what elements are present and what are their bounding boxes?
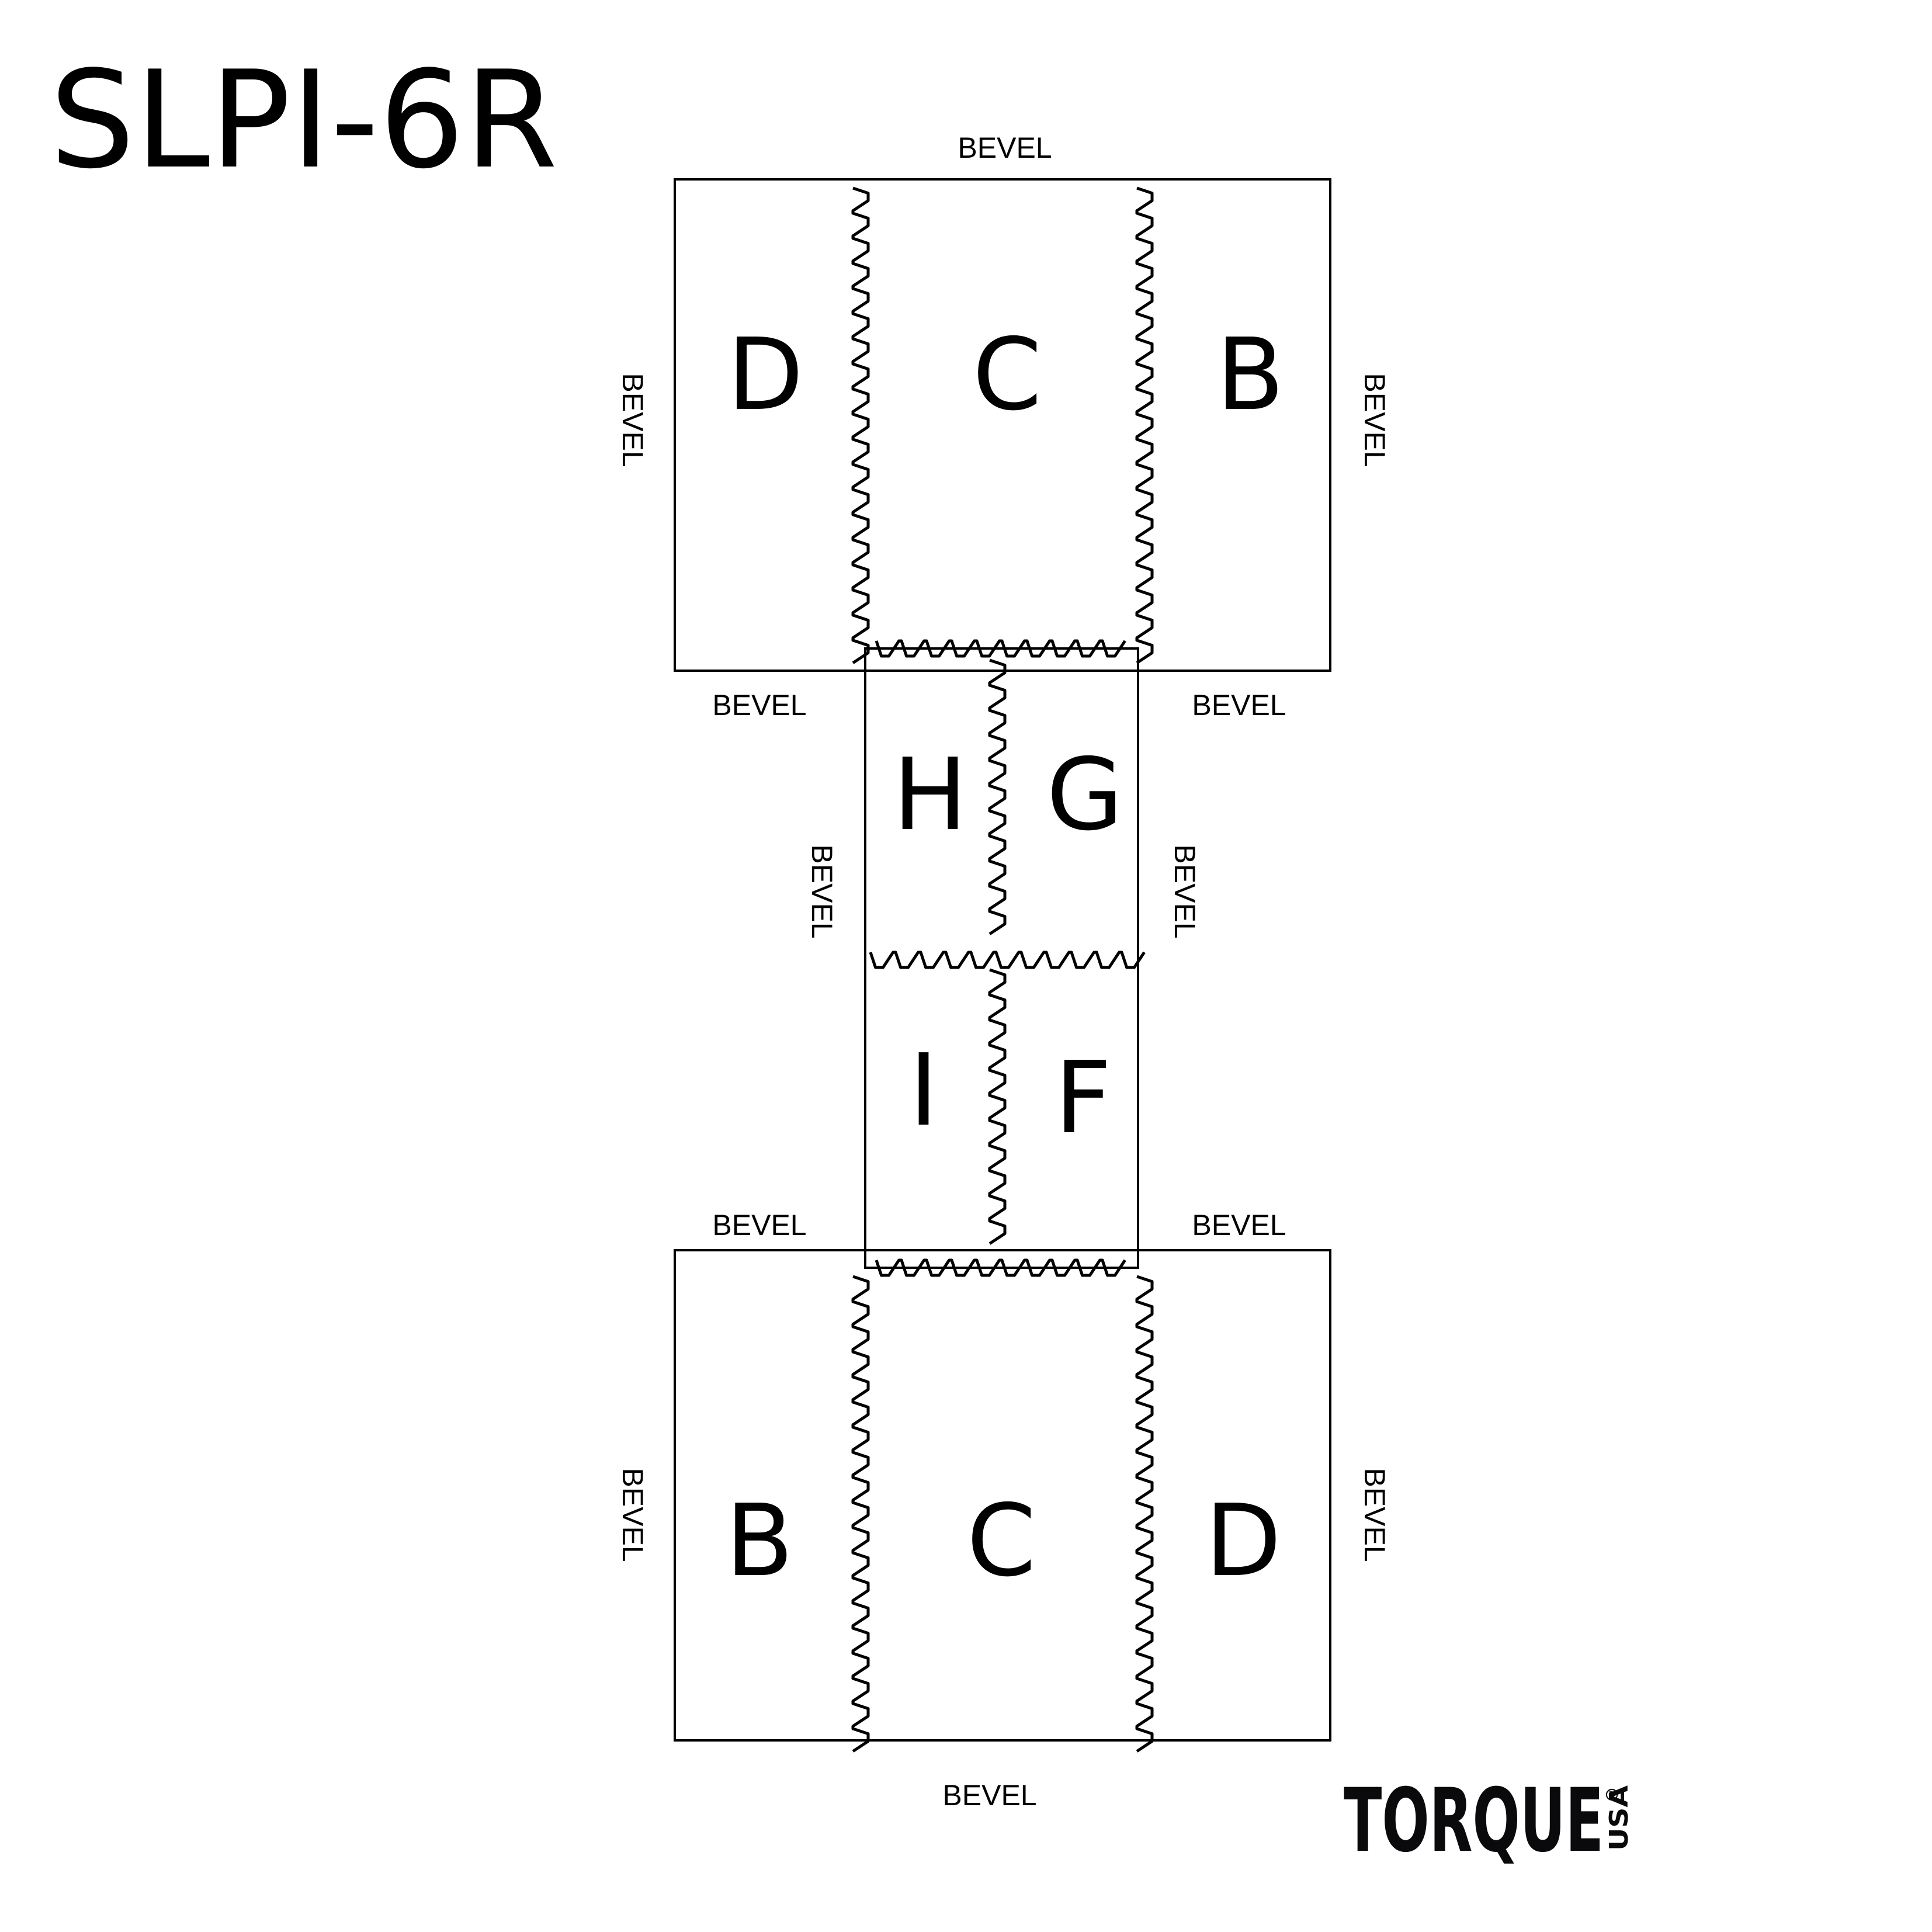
seam-top-middle <box>875 639 1126 658</box>
logo-registered-mark: ® <box>1604 1785 1620 1805</box>
tile-label-h: H <box>893 737 967 853</box>
interlock-seams <box>851 186 1154 1753</box>
seam-top-d-c <box>851 186 870 664</box>
bevel-label-top-right-bottom: BEVEL <box>1192 689 1286 722</box>
logo-brand: TORQUE <box>1344 1770 1604 1872</box>
seam-top-c-b <box>1135 186 1154 664</box>
tile-label-bottom-b: B <box>726 1483 794 1599</box>
seam-middle-horizontal <box>869 951 1146 969</box>
seam-middle-bottom <box>875 1258 1126 1277</box>
bevel-label-top-right-side: BEVEL <box>1358 373 1391 467</box>
bevel-label-bottom-right-top: BEVEL <box>1192 1209 1286 1241</box>
logo-usa: USA <box>1604 1785 1634 1851</box>
tile-label-i: I <box>909 1033 938 1149</box>
tile-label-f: F <box>1055 1040 1112 1156</box>
tile-outlines <box>674 178 1331 1742</box>
bevel-label-middle-right: BEVEL <box>1168 844 1201 938</box>
tile-label-bottom-d: D <box>1205 1483 1282 1599</box>
bevel-label-top: BEVEL <box>958 131 1052 164</box>
bevel-label-bottom-left-top: BEVEL <box>712 1209 806 1241</box>
bevel-label-top-left-side: BEVEL <box>616 373 649 467</box>
bevel-label-bottom-left-side: BEVEL <box>616 1468 649 1562</box>
bottom-block-outline <box>674 1249 1331 1742</box>
product-code-title: SLPI-6R <box>50 43 558 199</box>
bevel-label-bottom: BEVEL <box>942 1779 1036 1812</box>
bevel-label-top-left-bottom: BEVEL <box>712 689 806 722</box>
top-block-outline <box>674 178 1331 672</box>
seam-h-g <box>988 658 1007 935</box>
tile-label-bottom-c: C <box>967 1483 1036 1599</box>
tile-label-top-b: B <box>1216 317 1285 433</box>
tile-label-top-d: D <box>727 317 804 433</box>
middle-block-outline <box>864 647 1139 1269</box>
seam-i-f <box>988 968 1007 1245</box>
seam-bottom-c-d <box>1135 1275 1154 1753</box>
tile-label-top-c: C <box>973 317 1042 433</box>
bevel-label-bottom-right-side: BEVEL <box>1358 1468 1391 1562</box>
seam-bottom-b-c <box>851 1275 870 1753</box>
torque-usa-logo: TORQUE ® USA <box>1344 1770 1634 1872</box>
tile-label-g: G <box>1046 737 1123 853</box>
bevel-label-middle-left: BEVEL <box>806 844 838 938</box>
